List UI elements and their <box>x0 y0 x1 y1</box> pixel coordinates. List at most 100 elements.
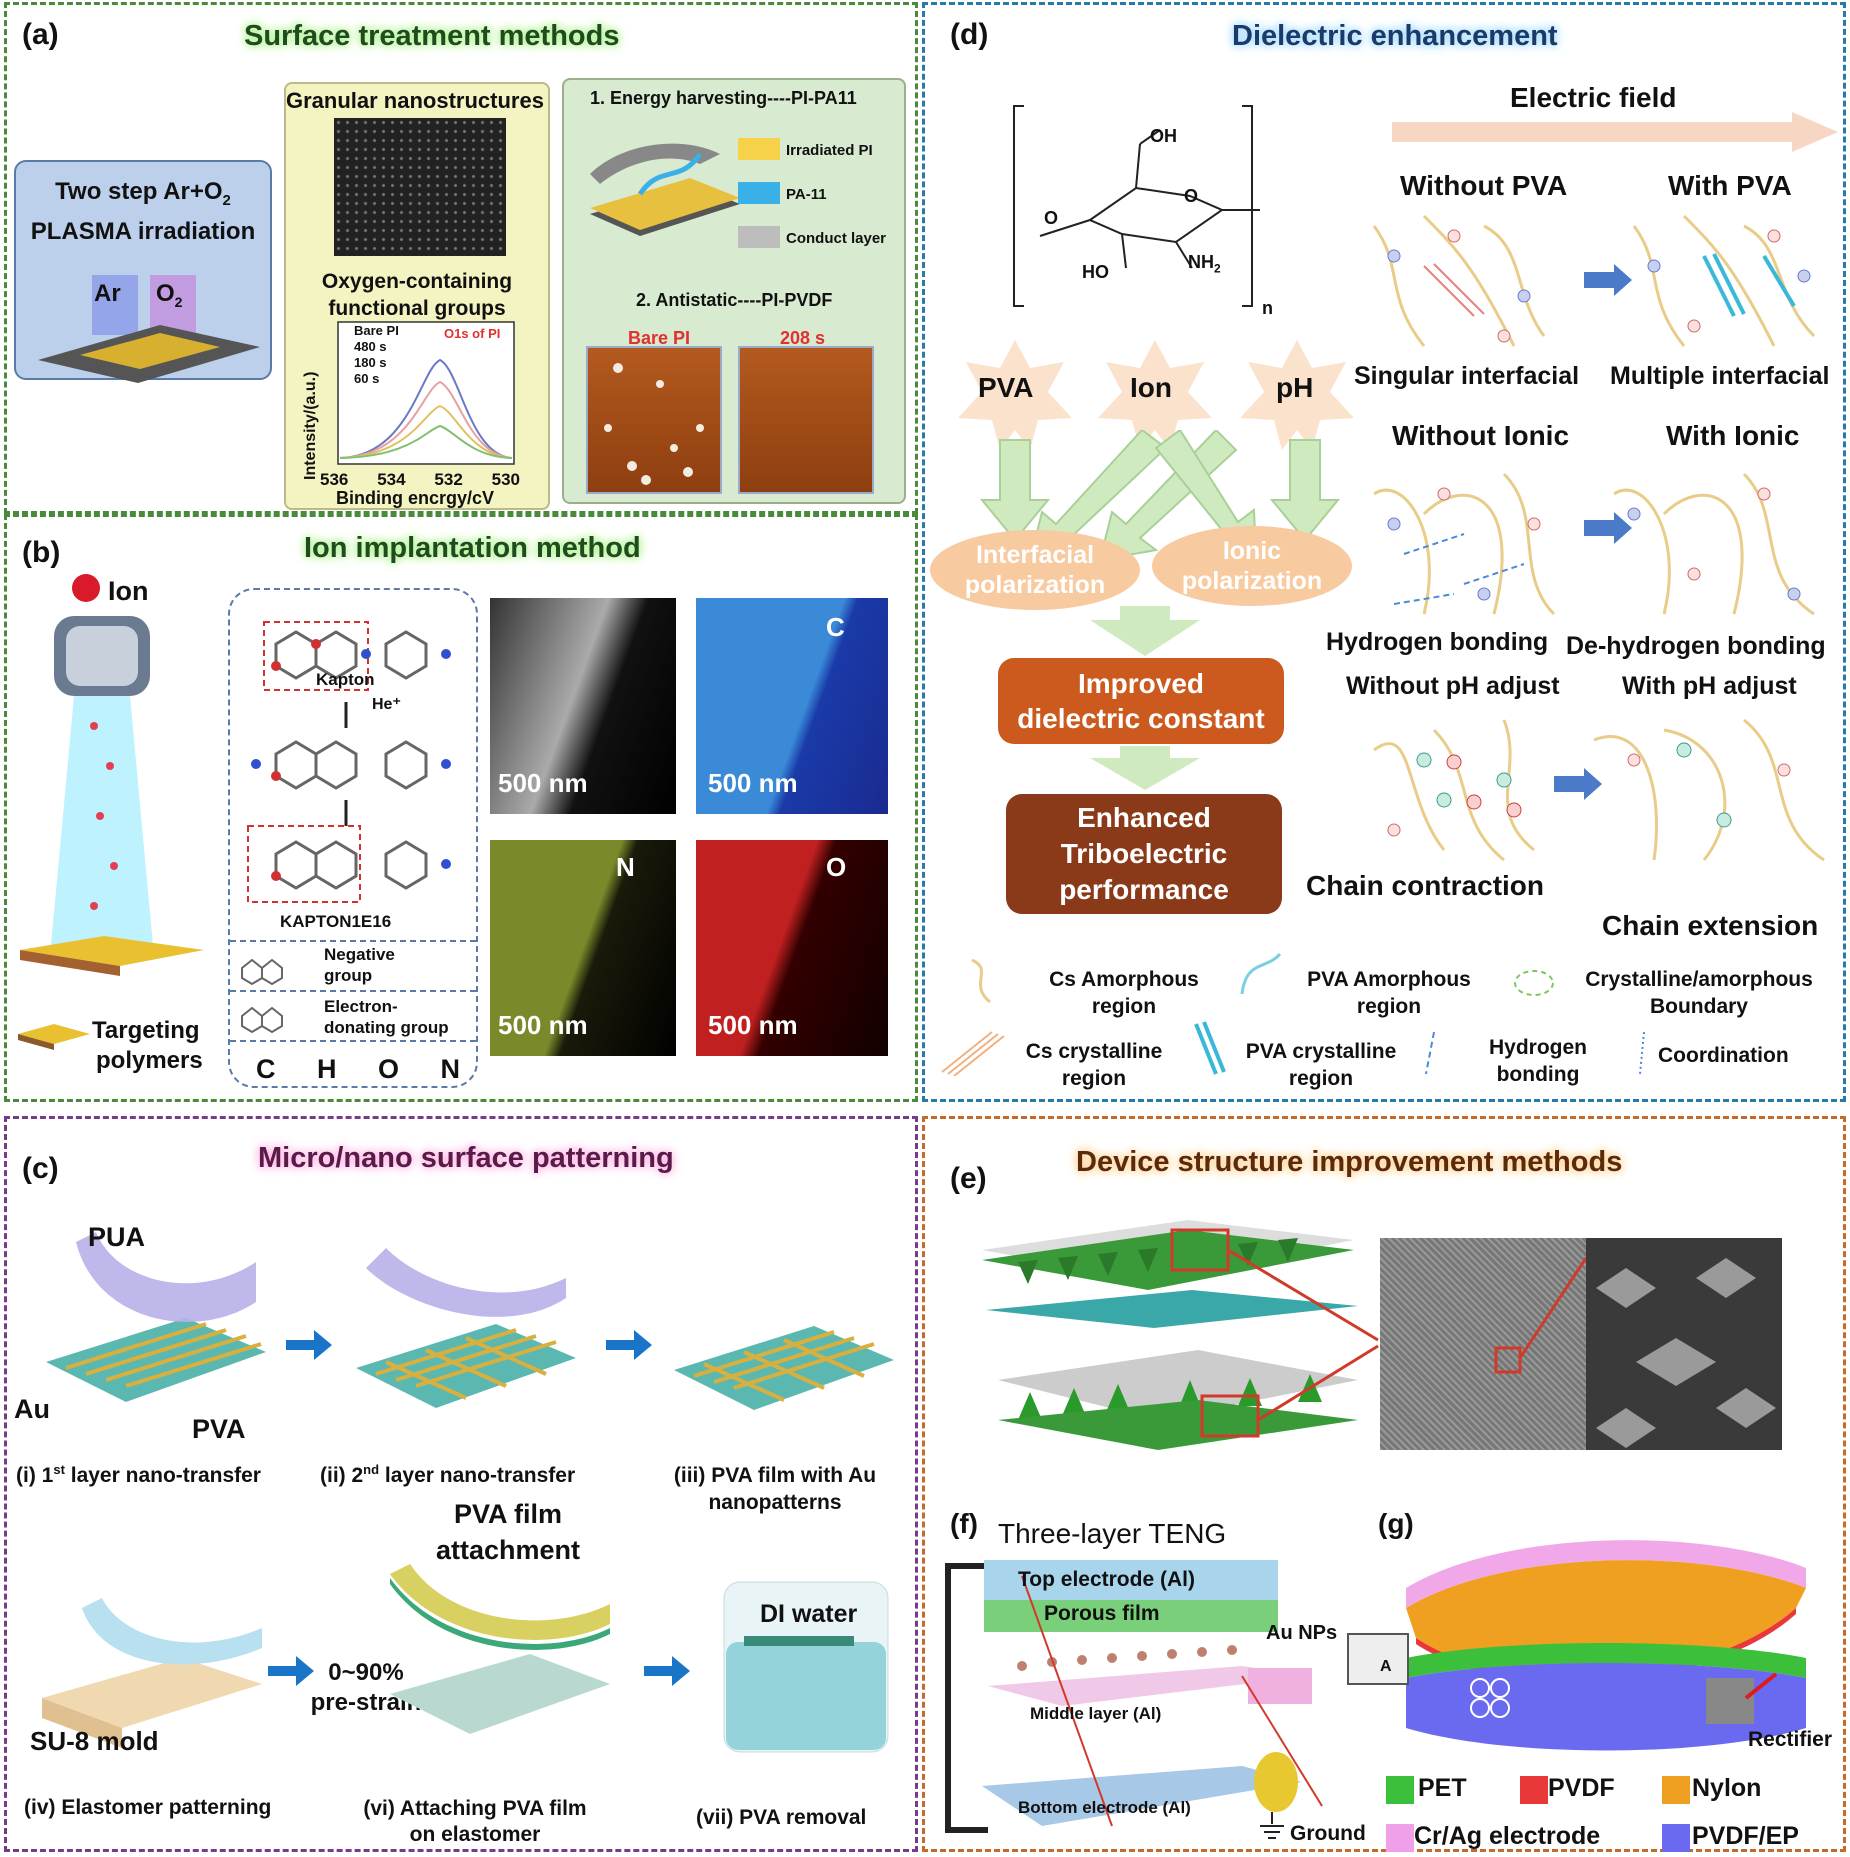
strain-label: 0~90%pre-strain <box>310 1659 422 1716</box>
middle-layer-label: Middle layer (Al) <box>1030 1704 1162 1723</box>
teng-device-g-illustration <box>1347 1540 1806 1751</box>
bottom-electrode-label: Bottom electrode (Al) <box>1018 1798 1191 1817</box>
panel-d-title: Dielectric enhancement <box>1232 20 1558 52</box>
au-nps-label: Au NPs <box>1266 1622 1338 1644</box>
electron-group-icon <box>241 1006 283 1034</box>
panel-e <box>922 1116 1846 1852</box>
plasma-text: Two step Ar+O2 PLASMA irradiation <box>30 178 256 245</box>
arrow-down-2 <box>1090 746 1200 790</box>
di-water-label: DI water <box>760 1600 858 1628</box>
nano-transfer-1-illustration <box>46 1232 266 1402</box>
plasma-chamber-illustration <box>38 275 260 383</box>
map-o-scale: 500 nm <box>708 1010 798 1040</box>
ammeter-label: A <box>1380 1658 1392 1675</box>
panel-d-label: (d) <box>950 18 989 51</box>
pva-amorphous-icon <box>1240 952 1282 995</box>
xps-xlabel: Binding encrgy/cV <box>336 488 495 508</box>
su8-label: SU-8 mold <box>30 1726 159 1756</box>
legend-swatch-nylon <box>1662 1776 1690 1804</box>
panel-d <box>922 2 1846 1102</box>
ho-label: HO <box>1082 262 1109 282</box>
di-water-beaker <box>723 1581 889 1753</box>
panel-c-label: (c) <box>22 1152 59 1185</box>
legend-coordination: Coordination <box>1658 1044 1789 1067</box>
dehbond-label: De-hydrogen bonding <box>1566 632 1826 660</box>
arrow-2 <box>606 1330 652 1360</box>
legend-pet: PET <box>1418 1774 1467 1802</box>
su8-mold-illustration <box>42 1598 262 1748</box>
antistatic-title: 2. Antistatic----PI-PVDF <box>636 290 833 310</box>
legend-swatch-pa11 <box>738 182 780 204</box>
pva-au-film-illustration <box>674 1326 894 1410</box>
arrow-3 <box>268 1656 314 1686</box>
panel-g-label: (g) <box>1378 1508 1414 1539</box>
cs-crystalline-icon <box>941 1031 1005 1076</box>
legend-swatch-pet <box>1386 1776 1414 1804</box>
divider-3 <box>230 1040 476 1042</box>
legend-conduct: Conduct layer <box>786 230 887 247</box>
chitosan-structure <box>1013 105 1260 307</box>
panel-c <box>4 1116 918 1852</box>
ion-label: Ion <box>108 576 149 606</box>
tem-scale: 500 nm <box>498 768 588 798</box>
ground-label: Ground <box>1290 1822 1366 1845</box>
without-ph-label: Without pH adjust <box>1346 672 1560 700</box>
panel-e-title: Device structure improvement methods <box>1076 1146 1623 1178</box>
step-2-caption: (ii) 2nd layer nano-transfer <box>320 1462 576 1487</box>
panel-a-label: (a) <box>22 18 59 51</box>
pua-label: PUA <box>88 1222 146 1252</box>
without-ionic-label: Without Ionic <box>1392 420 1570 451</box>
legend-swatch-pvdfep <box>1662 1824 1690 1852</box>
xps-ylabel: Intensity/(a.u.) <box>302 371 319 480</box>
pva-chain-illustration <box>1372 214 1816 347</box>
panel-b <box>4 514 918 1102</box>
star-pva-label: PVA <box>978 372 1034 403</box>
sem-pyramid-zoom <box>1586 1238 1782 1450</box>
star-ph-label: pH <box>1276 372 1314 403</box>
cs-amorphous-icon <box>971 958 991 1004</box>
rectifier-label: Rectifier <box>1748 1728 1833 1751</box>
without-pva-label: Without PVA <box>1400 170 1568 201</box>
targeting-polymer-swatch <box>18 1024 90 1050</box>
legend-swatch-crag <box>1386 1824 1414 1852</box>
pva-label: PVA <box>192 1414 246 1444</box>
divider-1 <box>230 940 476 942</box>
map-n-scale: 500 nm <box>498 1010 588 1040</box>
n-label: n <box>1262 298 1273 318</box>
divider-2 <box>230 990 476 992</box>
boundary-icon <box>1514 970 1554 996</box>
arrow-down-1 <box>1090 606 1200 656</box>
pva-attach-illustration <box>390 1564 610 1734</box>
electric-field-arrow <box>1392 112 1838 152</box>
electron-group-label: Electron-donating group <box>324 997 449 1037</box>
map-c-scale: 500 nm <box>708 768 798 798</box>
panel-a-title: Surface treatment methods <box>244 20 620 52</box>
bare-pi-photo <box>586 346 722 494</box>
sem-image-granular <box>334 118 506 256</box>
arrow-4 <box>644 1656 690 1686</box>
energy-title: 1. Energy harvesting----PI-PA11 <box>590 88 857 108</box>
with-pva-label: With PVA <box>1668 170 1792 201</box>
multiple-label: Multiple interfacial <box>1610 362 1830 390</box>
nano-transfer-2-illustration <box>356 1248 576 1408</box>
ion-beam-illustration <box>20 574 204 976</box>
star-ion <box>1098 340 1212 450</box>
star-pva <box>958 340 1072 450</box>
with-ionic-label: With Ionic <box>1666 420 1800 451</box>
molecule-box <box>228 588 478 1088</box>
three-layer-teng-illustration <box>945 1560 1323 1839</box>
porous-film-label: Porous film <box>1044 1602 1160 1625</box>
contraction-label: Chain contraction <box>1306 870 1545 901</box>
pyramid-teng-illustration <box>982 1220 1379 1450</box>
legend-swatch-irradiated <box>738 138 780 160</box>
step-4-caption: (iv) Elastomer patterning <box>24 1796 272 1819</box>
with-ph-label: With pH adjust <box>1622 672 1797 700</box>
